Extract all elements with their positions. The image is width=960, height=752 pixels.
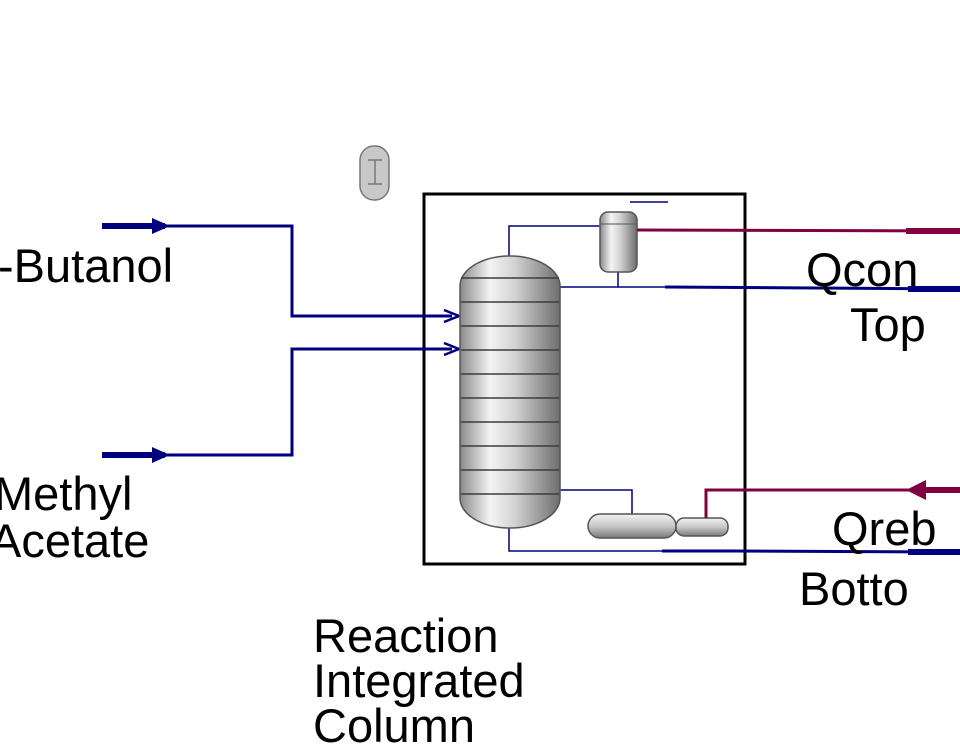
- distillation-column-icon[interactable]: [459, 255, 561, 529]
- drum-icon[interactable]: [359, 145, 390, 201]
- block-label-line1: Reaction: [313, 609, 499, 662]
- block-label-line3: Column: [313, 699, 475, 752]
- bottom-product-label: Botto: [799, 562, 909, 615]
- feed-acetate-label: Acetate: [0, 514, 150, 567]
- reboiler-duty-stream[interactable]: [704, 480, 960, 518]
- feed-methyl-label: Methyl: [0, 467, 133, 520]
- feed-stream-methyl-acetate[interactable]: [102, 341, 463, 463]
- kettle-reboiler-icon[interactable]: [587, 513, 729, 539]
- condenser-duty-label: Qcon: [806, 243, 919, 296]
- feed-butanol-label: -Butanol: [0, 239, 174, 292]
- condenser-drum-icon[interactable]: [599, 211, 638, 273]
- condenser-duty-stream[interactable]: [636, 228, 960, 234]
- internal-piping: [508, 201, 668, 552]
- block-label-line2: Integrated: [313, 654, 525, 707]
- reboiler-duty-label: Qreb: [832, 502, 937, 555]
- top-product-label: Top: [850, 298, 926, 351]
- bottom-product-stream[interactable]: [662, 549, 960, 555]
- column-block-border[interactable]: [422, 192, 747, 566]
- top-product-stream[interactable]: [664, 285, 960, 292]
- feed-stream-butanol[interactable]: [102, 218, 463, 324]
